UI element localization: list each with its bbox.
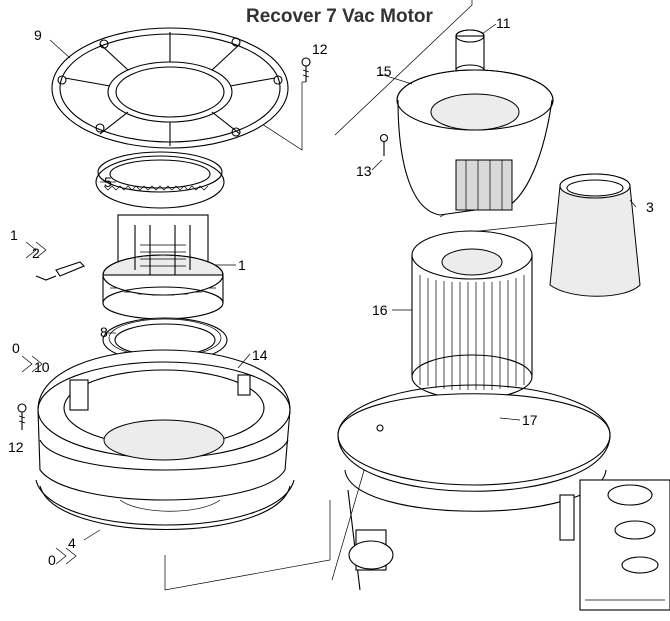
part-3-filter-bag [549,173,641,297]
callout-3: 3 [646,199,654,215]
callout-4: 4 [68,535,76,551]
part-13-screw [379,133,389,156]
part-5-ring [95,151,225,209]
callout-14: 14 [252,347,268,363]
callout-12-bottom: 12 [8,439,24,455]
callout-9: 9 [34,27,42,43]
callout-1: 1 [238,257,246,273]
part-1-motor [102,214,224,320]
part-10-housing [37,349,291,501]
part-9-flange [51,27,289,149]
part-16-cartridge-filter [411,230,533,400]
part-4-base-gasket [35,479,295,530]
part-12-screw-top [301,57,311,82]
qty-1: 1 [10,227,18,243]
callout-16: 16 [372,302,388,318]
qty-brackets [21,241,77,565]
callout-leaders [49,23,637,541]
diagram-title: Recover 7 Vac Motor [246,6,433,27]
callout-11: 11 [496,15,511,31]
tank-assembly [337,384,670,611]
callout-17: 17 [522,412,538,428]
callout-15: 15 [376,63,392,79]
part-11-knob [455,29,485,76]
callout-12-top: 12 [312,41,328,57]
part-2-clip [35,261,85,281]
callout-10: 10 [34,359,50,375]
part-12-screw-bottom [17,403,27,430]
qty-10: 0 [12,340,20,356]
part-15-separator [396,69,554,216]
callout-8: 8 [100,324,108,340]
callout-5: 5 [104,174,112,190]
callout-numbers: 9 12 5 1 1 2 8 0 10 14 12 0 4 11 15 13 3… [8,15,654,568]
callout-2: 2 [32,245,40,261]
callout-13: 13 [356,163,372,179]
qty-4: 0 [48,552,56,568]
